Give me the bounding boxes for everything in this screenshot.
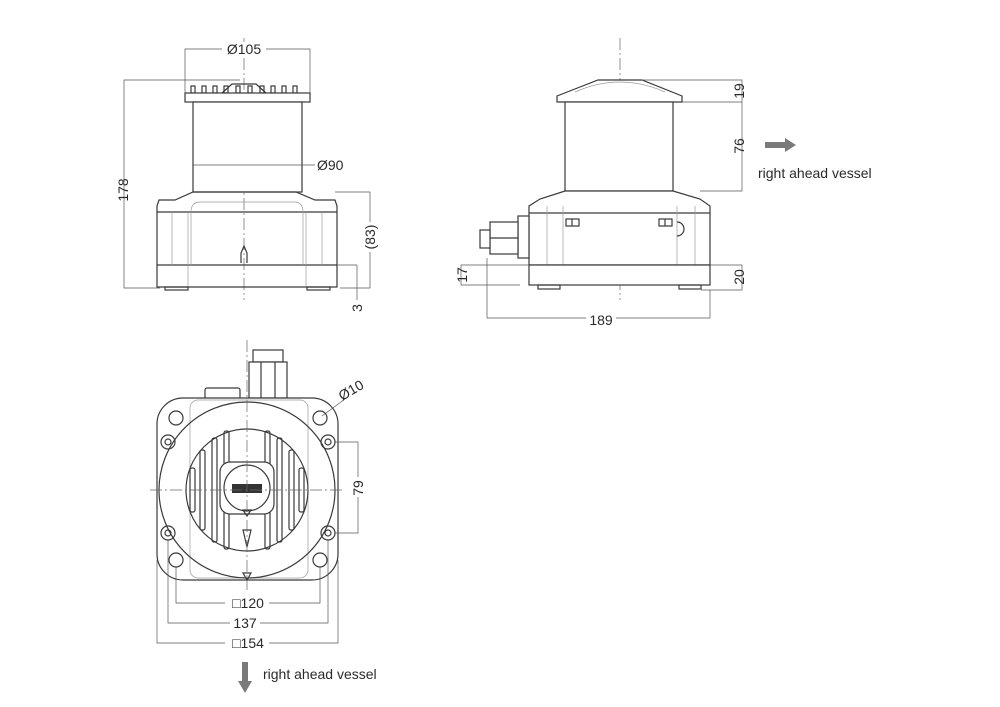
arrow-down-icon (238, 662, 252, 693)
arrow-right-icon (765, 138, 796, 152)
dim-hole-diameter: Ø10 (336, 376, 367, 403)
bottom-view: Ø10 79 □120 137 □154 right ahead vessel (150, 340, 377, 693)
direction-note-bottom: right ahead vessel (263, 666, 377, 682)
dim-outer-square: □154 (232, 635, 264, 651)
mounting-holes (168, 410, 328, 568)
dim-hole-square: □120 (232, 595, 264, 611)
direction-note-side: right ahead vessel (758, 165, 872, 181)
dim-screw-width: 137 (233, 615, 257, 631)
side-view: 189 19 76 20 17 right ahead vessel (454, 38, 872, 328)
dim-body-diameter: Ø90 (317, 157, 344, 173)
dim-cap-height: 19 (731, 83, 747, 99)
front-view: Ø105 Ø90 178 (83) 3 (115, 38, 378, 312)
dim-width: 189 (589, 312, 613, 328)
dim-cylinder-height: 76 (731, 138, 747, 154)
dim-screw-spacing: 79 (350, 480, 366, 496)
dim-cap-diameter: Ø105 (227, 41, 261, 57)
dim-base-band: 20 (731, 269, 747, 285)
dim-gland-height: 17 (454, 267, 470, 283)
dim-total-height: 178 (115, 178, 131, 202)
dim-base-height: (83) (362, 225, 378, 250)
dim-foot: 3 (349, 304, 365, 312)
